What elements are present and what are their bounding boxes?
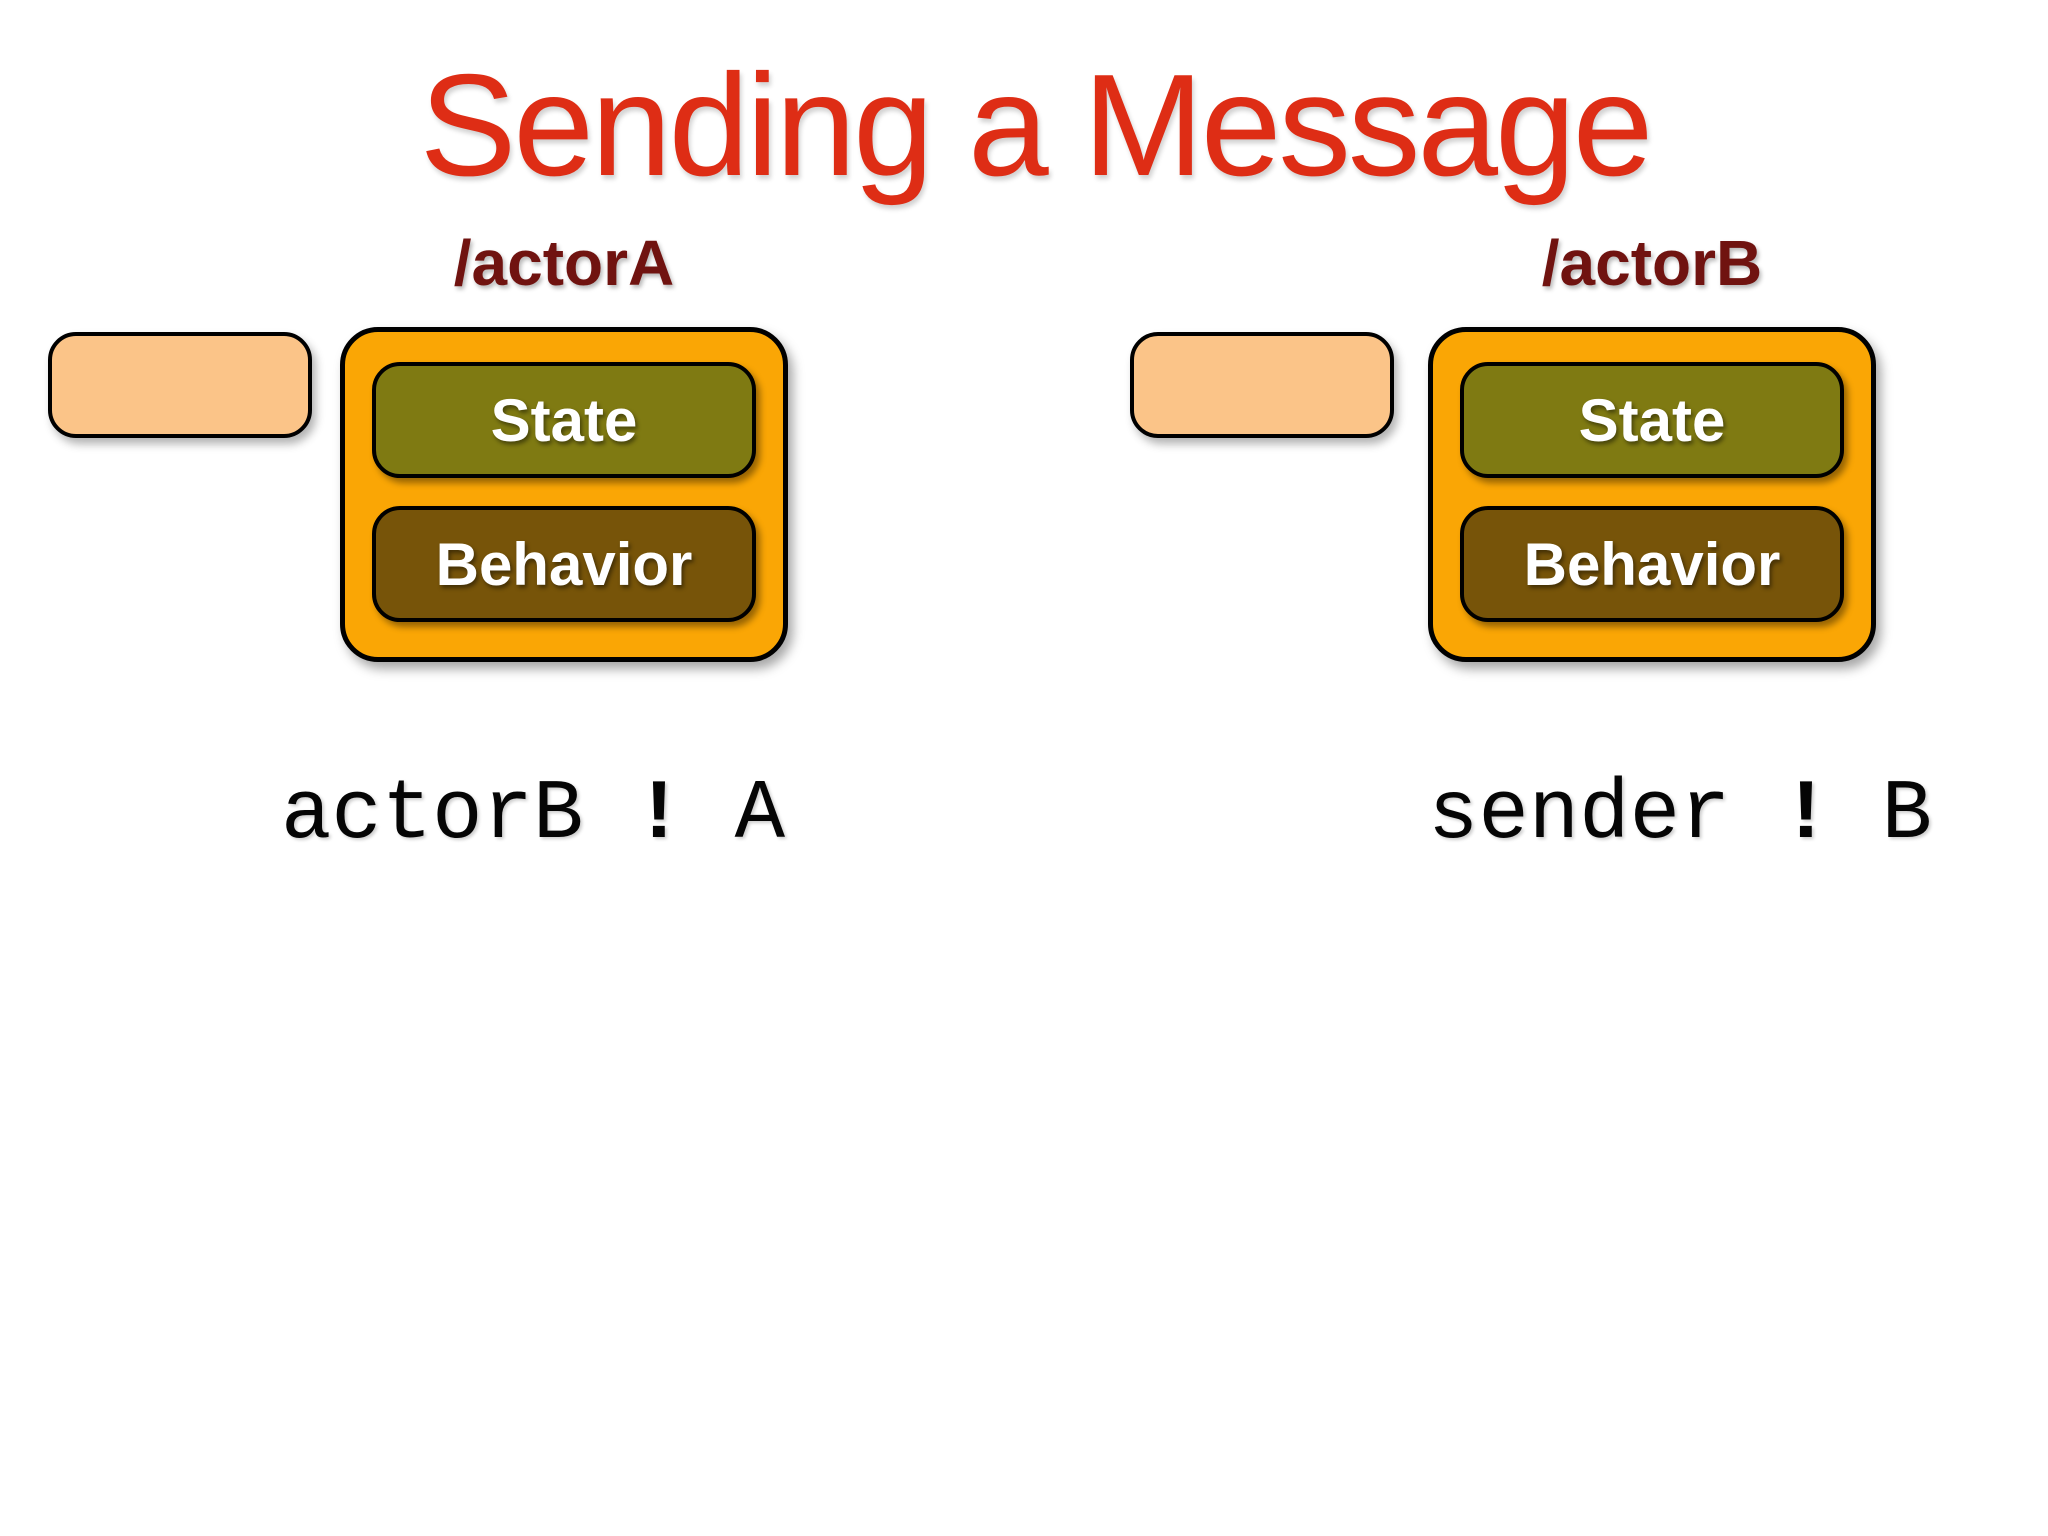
actor-a-path-label: /actorA (453, 227, 675, 299)
actor-b-state-label: State (1578, 386, 1726, 454)
actor-b-behavior-label: Behavior (1523, 530, 1781, 598)
actor-a-behavior-label: Behavior (435, 530, 693, 598)
actor-a-box: State Behavior (340, 327, 788, 662)
actor-a-state-label: State (490, 386, 638, 454)
actor-a-mailbox (48, 332, 312, 438)
actor-a-code-message: A (734, 768, 786, 863)
slide-title: Sending a Message (419, 44, 1654, 206)
actor-b-code-target: sender (1427, 768, 1731, 863)
actor-a-code-target: actorB (280, 768, 584, 863)
actor-b-mailbox (1130, 332, 1394, 438)
actor-b-code-line: sender! B (1428, 768, 1932, 863)
actor-a-code-line: actorB! A (281, 768, 785, 863)
actor-b-path-label: /actorB (1541, 227, 1763, 299)
actor-b-state-box: State (1460, 362, 1844, 478)
actor-b-box: State Behavior (1428, 327, 1876, 662)
actor-a-behavior-box: Behavior (372, 506, 756, 622)
actor-a-state-box: State (372, 362, 756, 478)
actor-a-code-operator: ! (633, 768, 685, 863)
actor-b-code-operator: ! (1780, 768, 1832, 863)
actor-b-behavior-box: Behavior (1460, 506, 1844, 622)
actor-b-code-message: B (1881, 768, 1933, 863)
